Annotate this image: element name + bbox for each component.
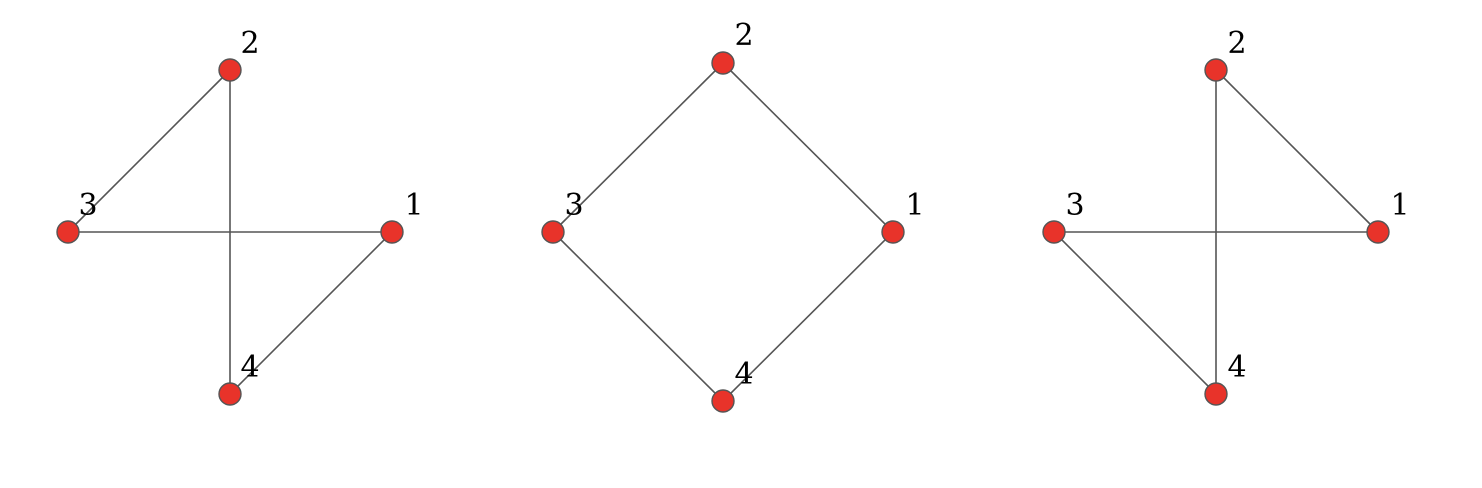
node-label-1: 1 xyxy=(404,188,423,223)
node-2 xyxy=(1204,58,1228,82)
node-3 xyxy=(541,220,565,244)
edge-3-4 xyxy=(1053,231,1217,395)
node-3 xyxy=(56,220,80,244)
node-label-3: 3 xyxy=(564,188,583,223)
graph-right: 1 2 3 4 xyxy=(1042,26,1410,406)
node-2 xyxy=(711,51,735,75)
node-label-2: 2 xyxy=(240,26,259,61)
edge-1-4 xyxy=(229,231,393,395)
node-label-4: 4 xyxy=(734,357,753,392)
node-4 xyxy=(711,389,735,413)
node-label-1: 1 xyxy=(1390,188,1409,223)
node-1 xyxy=(1366,220,1390,244)
node-label-1: 1 xyxy=(905,188,924,223)
graph-middle: 1 2 3 4 xyxy=(541,18,925,413)
node-1 xyxy=(380,220,404,244)
node-4 xyxy=(218,382,242,406)
edge-1-4 xyxy=(722,231,894,402)
node-2 xyxy=(218,58,242,82)
node-label-3: 3 xyxy=(78,188,97,223)
node-1 xyxy=(881,220,905,244)
edge-3-4 xyxy=(552,231,724,402)
edge-2-3 xyxy=(67,69,231,233)
node-4 xyxy=(1204,382,1228,406)
node-label-3: 3 xyxy=(1065,188,1084,223)
graph-left: 1 2 3 4 xyxy=(56,26,424,406)
node-label-2: 2 xyxy=(1227,26,1246,61)
node-label-4: 4 xyxy=(240,350,259,385)
edge-2-1 xyxy=(722,62,894,233)
node-label-2: 2 xyxy=(734,18,753,53)
node-3 xyxy=(1042,220,1066,244)
edge-2-1 xyxy=(1215,69,1379,233)
edge-2-3 xyxy=(552,62,724,233)
node-label-4: 4 xyxy=(1227,350,1246,385)
